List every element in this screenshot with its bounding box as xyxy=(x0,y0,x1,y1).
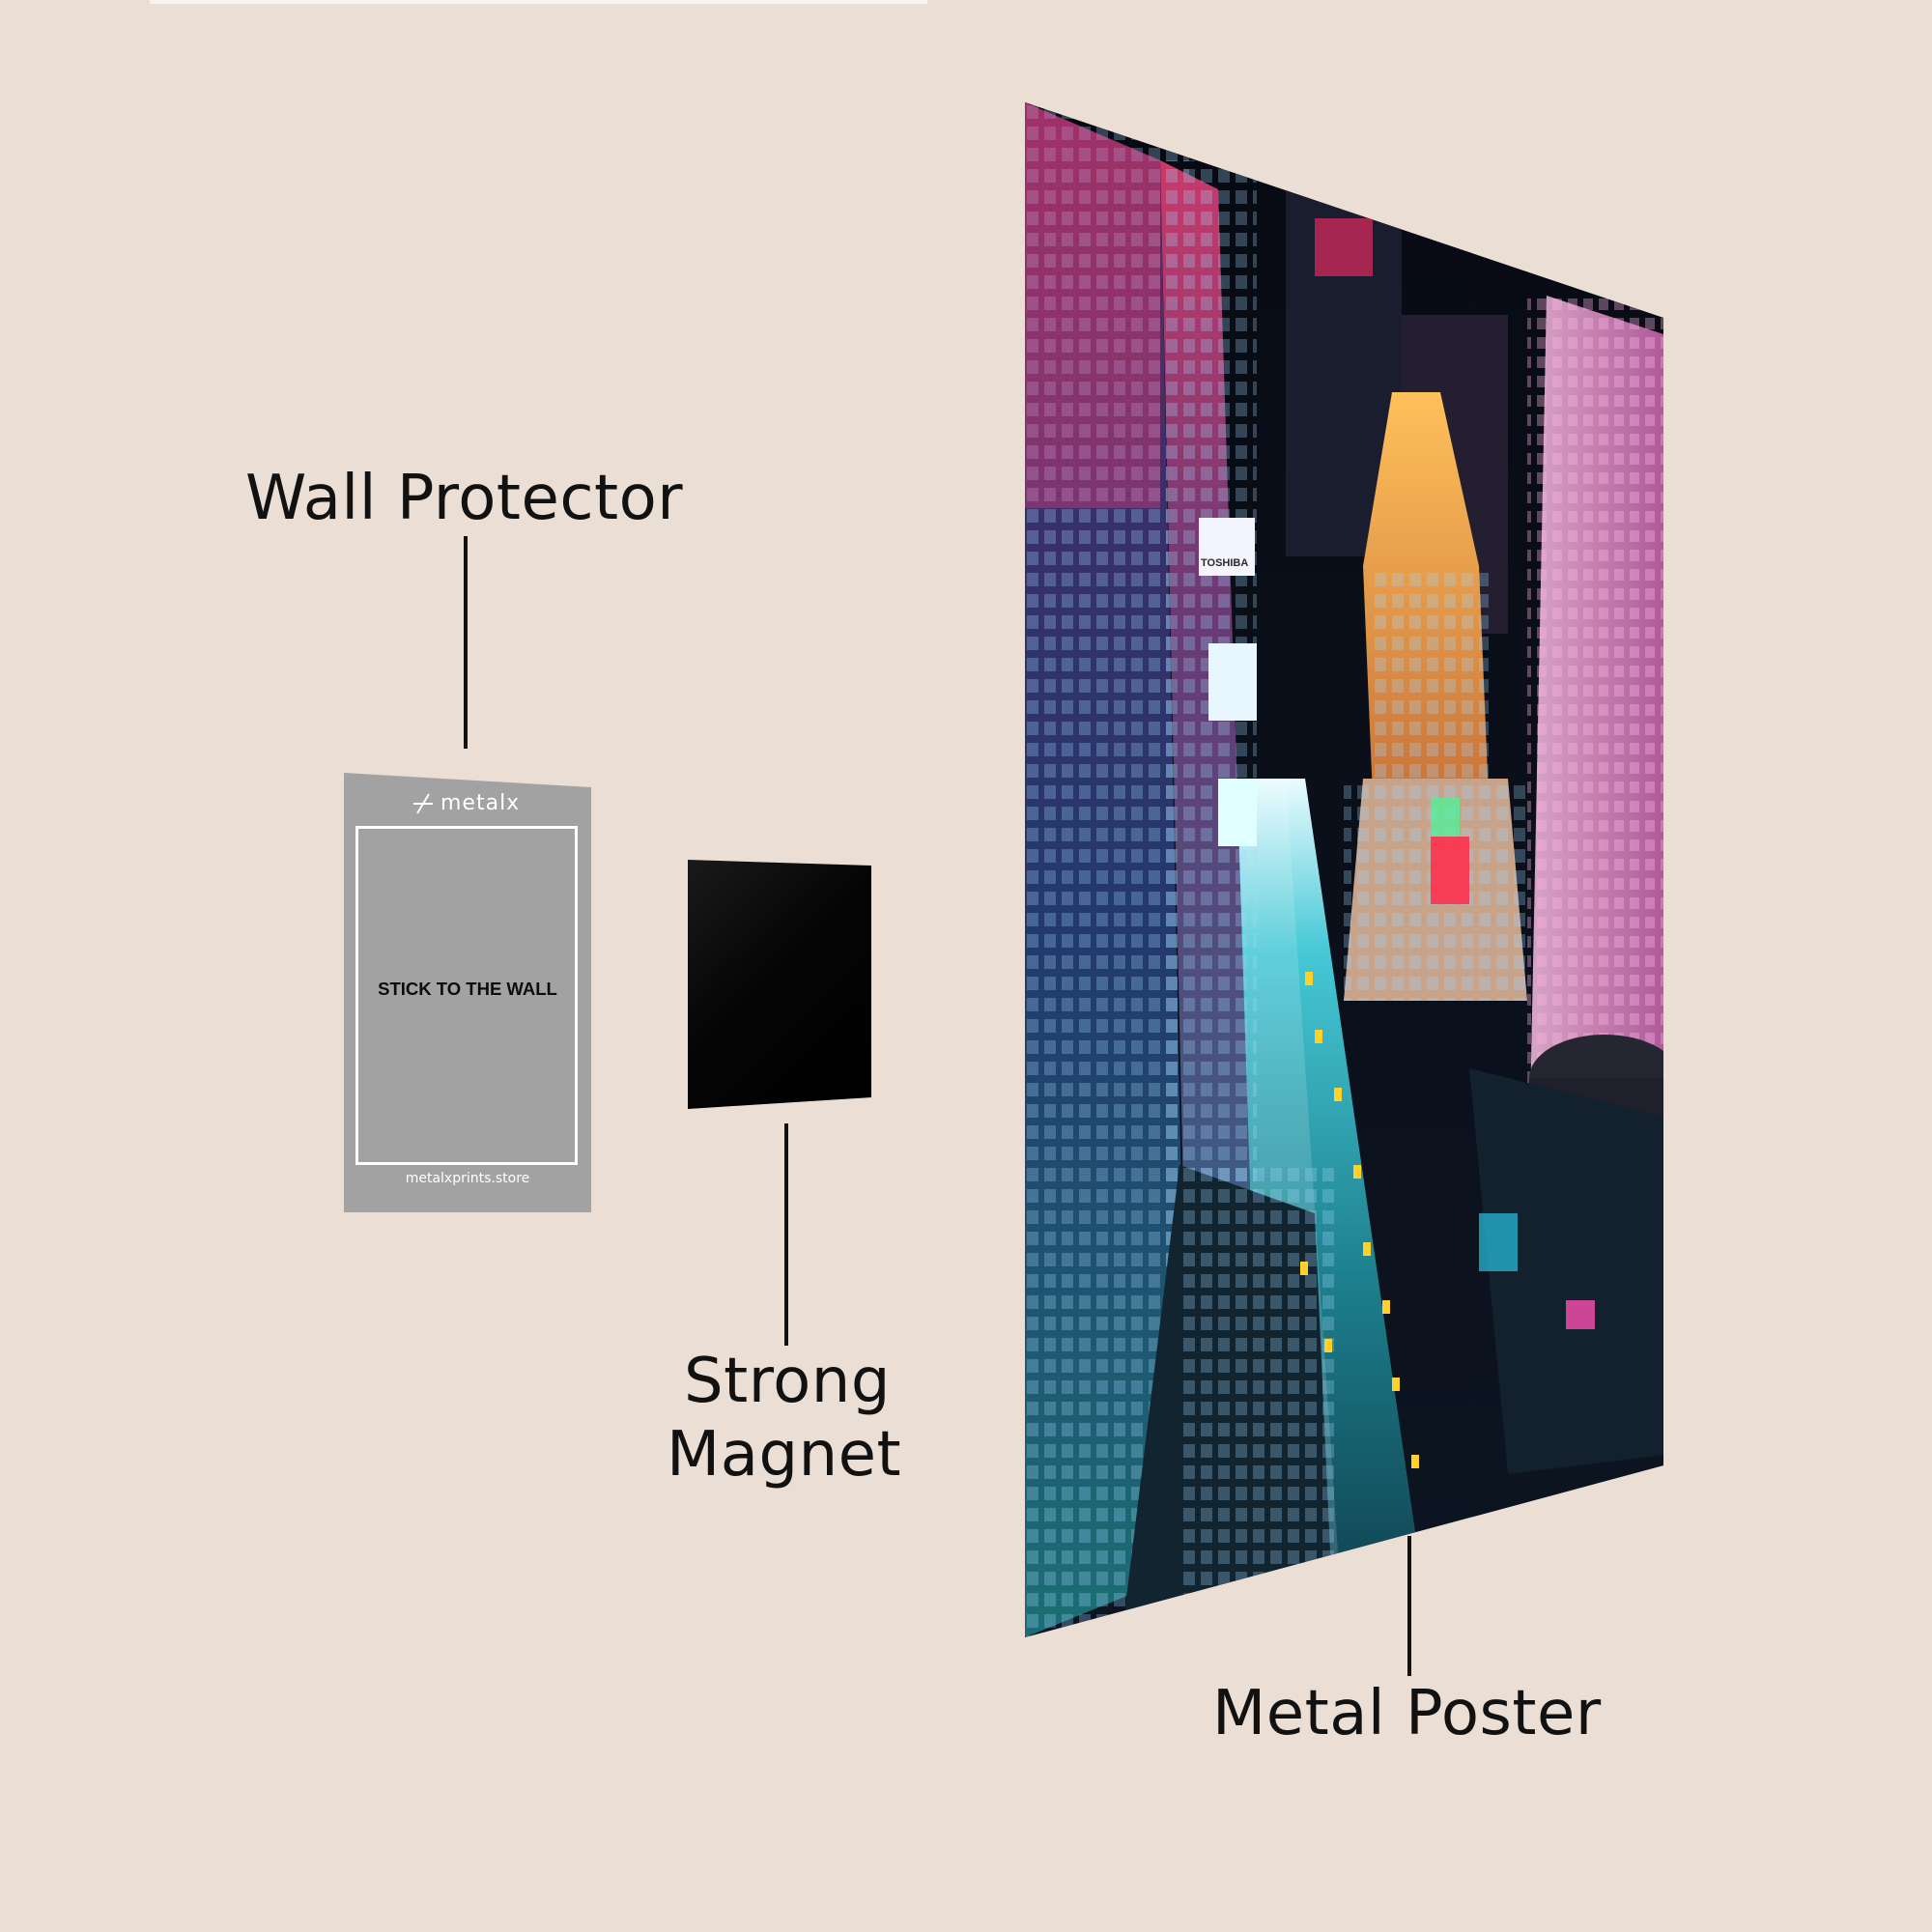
strong-magnet-plate xyxy=(688,860,871,1109)
taxi-dots xyxy=(1300,972,1419,1468)
store-url-text: metalxprints.store xyxy=(405,1171,530,1186)
wall-protector-leader-line xyxy=(464,536,468,749)
metal-poster-leader-line xyxy=(1407,1536,1411,1676)
strong-magnet-leader-line xyxy=(784,1123,788,1346)
toshiba-sign-text: TOSHIBA xyxy=(1201,557,1248,569)
wall-protector-frame xyxy=(355,826,578,1165)
strong-magnet-label-line1: Strong xyxy=(684,1346,891,1417)
metal-poster-image: TOSHIBA xyxy=(1025,102,1663,1637)
wall-protector-card: metalx STICK TO THE WALL metalxprints.st… xyxy=(344,773,591,1212)
wall-protector-label: Wall Protector xyxy=(245,463,684,534)
metalx-logo-icon xyxy=(413,793,433,814)
strong-magnet-label-line2: Magnet xyxy=(667,1419,902,1491)
stick-to-wall-text: STICK TO THE WALL xyxy=(378,979,557,999)
top-edge-strip xyxy=(150,0,927,4)
metal-poster-label: Metal Poster xyxy=(1212,1678,1602,1749)
metalx-brand-text: metalx xyxy=(440,791,521,815)
city-night-illustration: TOSHIBA xyxy=(1025,102,1663,1637)
